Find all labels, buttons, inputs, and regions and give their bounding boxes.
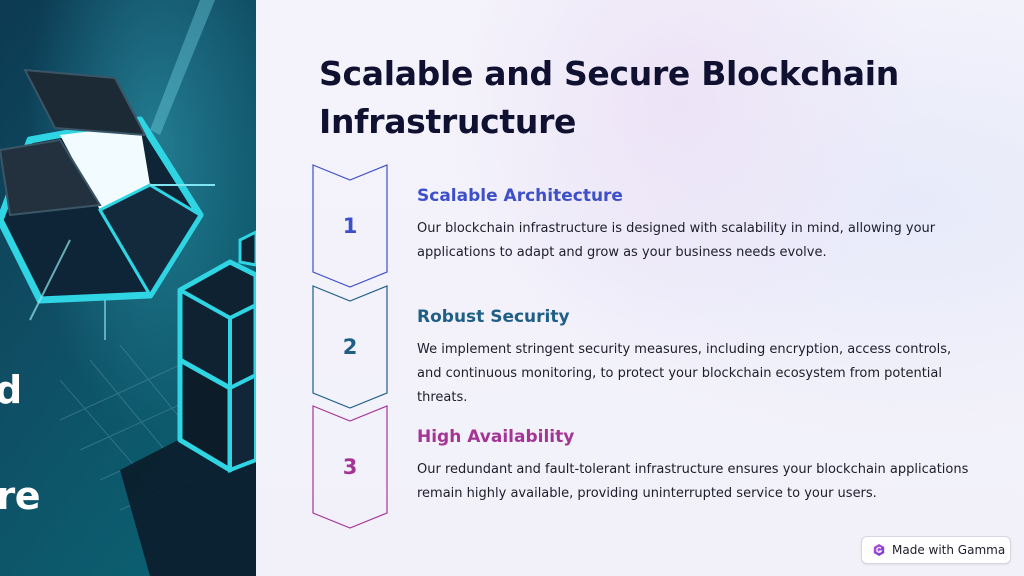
- step-1-title: Scalable Architecture: [417, 186, 623, 206]
- hero-image: ild n ure: [0, 0, 256, 576]
- badge-label: Made with Gamma: [892, 543, 1006, 557]
- hero-overlay-line-3: ure: [0, 474, 41, 518]
- made-with-gamma-badge[interactable]: Made with Gamma: [861, 536, 1011, 564]
- step-3-title: High Availability: [417, 427, 575, 447]
- step-2-chevron: [312, 285, 388, 409]
- blockchain-cubes-illustration: [0, 0, 256, 576]
- step-1-number: 1: [342, 214, 358, 238]
- step-1-chevron: [312, 164, 388, 288]
- step-2-description: We implement stringent security measures…: [417, 342, 952, 405]
- page-background: [256, 0, 1024, 576]
- hero-overlay-line-1: ild: [0, 368, 22, 412]
- step-2-title: Robust Security: [417, 307, 570, 327]
- step-1-description: Our blockchain infrastructure is designe…: [417, 221, 936, 260]
- step-3-number: 3: [342, 455, 358, 479]
- gamma-logo-icon: [873, 544, 885, 556]
- step-3-chevron: [312, 405, 388, 529]
- step-2-number: 2: [342, 335, 358, 359]
- page-title: Scalable and Secure Blockchain Infrastru…: [319, 54, 899, 141]
- step-3-description: Our redundant and fault-tolerant infrast…: [417, 462, 969, 501]
